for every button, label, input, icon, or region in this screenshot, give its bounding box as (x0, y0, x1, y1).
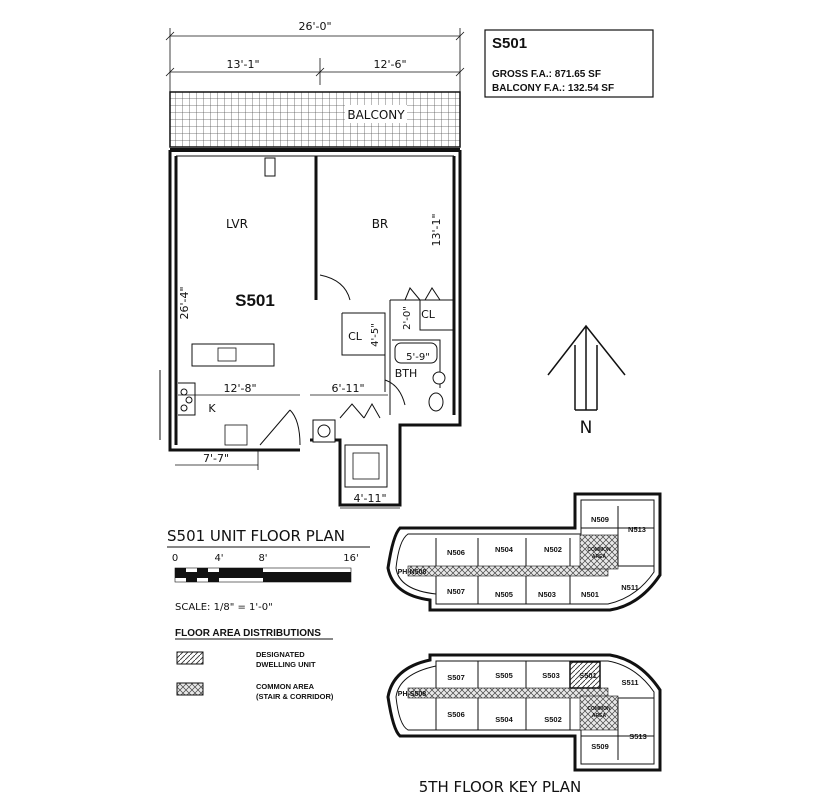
balcony: BALCONY (169, 91, 461, 148)
kp-s507: S507 (447, 673, 465, 682)
unit-walls (159, 148, 462, 507)
scale-text: SCALE: 1/8" = 1'-0" (175, 602, 273, 613)
dim-entry-width: 7'-7" (203, 452, 229, 465)
kp-n505: N505 (495, 590, 513, 599)
kp-ph-s508: PH-S508 (398, 691, 427, 698)
legend-common-2: (STAIR & CORRIDOR) (256, 692, 334, 701)
north-label: N (580, 418, 593, 438)
scale-bar (174, 567, 352, 583)
room-labels: LVR BR S501 CL CL BTH K 26'-4" 13'-1" 12… (175, 213, 443, 509)
dim-lobby-width: 4'-11" (353, 492, 386, 505)
room-bath: BTH (395, 367, 418, 380)
room-closet-1: CL (348, 330, 363, 343)
kp-s503: S503 (542, 671, 560, 680)
scale-tick-4: 4' (214, 553, 223, 564)
unit-label: S501 (235, 291, 275, 310)
kp-n503: N503 (538, 590, 556, 599)
dim-hall-width: 6'-11" (331, 382, 364, 395)
top-dimensions: 26'-0" 13'-1" 12'-6" (165, 20, 465, 145)
room-closet-2: CL (421, 308, 436, 321)
dim-overall-width: 26'-0" (298, 20, 331, 33)
legend-title: FLOOR AREA DISTRIBUTIONS (175, 628, 321, 639)
plan-title: S501 UNIT FLOOR PLAN (167, 527, 345, 545)
key-plan-north: N506 N504 N502 N507 N505 N503 N501 N509 … (386, 492, 662, 612)
dim-left-width: 13'-1" (226, 58, 259, 71)
kp-n-common-2: AREA (592, 554, 607, 560)
area-legend: FLOOR AREA DISTRIBUTIONS DESIGNATED DWEL… (175, 628, 334, 701)
unit-id: S501 (492, 35, 527, 52)
key-plan-south: S507 S505 S503 S501 S506 S504 S502 S511 … (386, 653, 662, 772)
kp-s509: S509 (591, 742, 609, 751)
balcony-area: BALCONY F.A.: 132.54 SF (492, 83, 614, 94)
kp-n502: N502 (544, 545, 562, 554)
kp-n501: N501 (581, 590, 599, 599)
gross-area: GROSS F.A.: 871.65 SF (492, 69, 601, 80)
scale-tick-8: 8' (258, 553, 267, 564)
kp-n513: N513 (628, 525, 646, 534)
scale-tick-0: 0 (172, 553, 178, 564)
legend-common-1: COMMON AREA (256, 682, 315, 691)
kp-n504: N504 (495, 545, 514, 554)
scale-tick-16: 16' (343, 553, 358, 564)
kp-n507: N507 (447, 587, 465, 596)
key-plan-title: 5TH FLOOR KEY PLAN (419, 778, 581, 796)
unit-info-box: S501 GROSS F.A.: 871.65 SF BALCONY F.A.:… (484, 29, 654, 98)
kp-s511: S511 (621, 678, 638, 687)
balcony-label: BALCONY (347, 108, 405, 122)
kp-s505: S505 (495, 671, 513, 680)
room-bedroom: BR (372, 217, 389, 231)
kp-s513: S513 (629, 732, 647, 741)
legend-dwelling-1: DESIGNATED (256, 650, 305, 659)
kp-ph-n508: PH-N508 (398, 569, 427, 576)
dim-right-width: 12'-6" (373, 58, 406, 71)
room-living: LVR (226, 217, 248, 231)
dim-depth: 26'-4" (178, 286, 191, 319)
north-arrow: N (547, 324, 626, 438)
dim-kitchen-width: 12'-8" (223, 382, 256, 395)
kp-n511: N511 (621, 583, 639, 592)
kp-n506: N506 (447, 548, 465, 557)
kp-n-common-1: COMMON (587, 547, 611, 553)
room-kitchen: K (208, 402, 216, 415)
kp-s502: S502 (544, 715, 562, 724)
kp-s504: S504 (495, 715, 513, 724)
kp-s-common-2: AREA (592, 713, 607, 719)
legend-dwelling-2: DWELLING UNIT (256, 660, 316, 669)
dim-cl2-depth: 2'-0" (402, 306, 413, 330)
kp-s501: S501 (579, 671, 597, 680)
dim-bath-width: 5'-9" (406, 352, 430, 363)
kp-n509: N509 (591, 515, 609, 524)
kp-s-common-1: COMMON (587, 706, 611, 712)
legend-swatch-dwelling (176, 651, 204, 665)
kp-s506: S506 (447, 710, 465, 719)
scale-block: S501 UNIT FLOOR PLAN 0 4' 8' 16' SCALE: … (167, 527, 370, 613)
dim-closet-depth: 4'-5" (370, 323, 381, 347)
legend-swatch-common (176, 682, 204, 696)
dim-br-depth: 13'-1" (430, 213, 443, 246)
